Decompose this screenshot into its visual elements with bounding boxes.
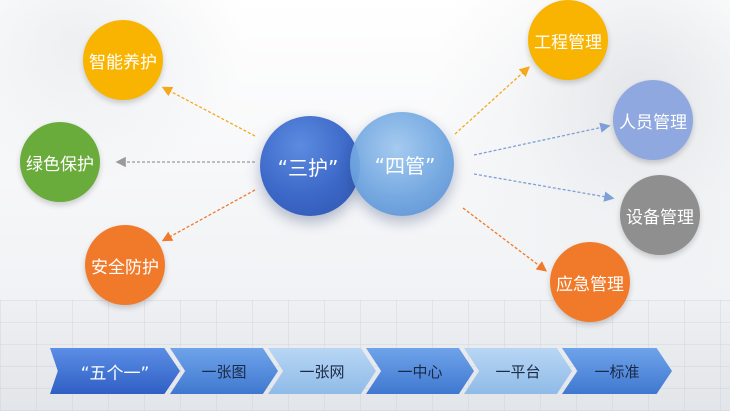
node-engineering-management: 工程管理 xyxy=(528,0,608,80)
flow-step-five-ones: “五个一” xyxy=(50,348,180,394)
flow-step-label: 一平台 xyxy=(495,362,541,381)
arrow-to-personnel-management xyxy=(473,122,611,156)
flow-step-one-center: 一中心 xyxy=(366,348,474,394)
node-equipment-management: 设备管理 xyxy=(620,175,700,255)
node-emergency-management: 应急管理 xyxy=(550,242,630,322)
hub-four-managements: “四管” xyxy=(350,112,454,216)
flow-step-one-platform: 一平台 xyxy=(464,348,572,394)
arrow-to-safety-protection xyxy=(161,189,256,242)
flow-step-label: 一张图 xyxy=(201,362,247,381)
flow-step-one-map: 一张图 xyxy=(170,348,278,394)
flow-step-label: “五个一” xyxy=(80,363,150,384)
node-label: 设备管理 xyxy=(626,207,694,228)
flow-step-one-standard: 一标准 xyxy=(562,348,672,394)
node-personnel-management: 人员管理 xyxy=(613,80,693,160)
hub-right-label: “四管” xyxy=(374,153,436,178)
node-label: 应急管理 xyxy=(556,274,624,295)
node-label: 智能养护 xyxy=(89,52,157,73)
node-label: 人员管理 xyxy=(619,112,687,133)
flow-step-label: 一张网 xyxy=(299,362,345,381)
flow-step-one-network: 一张网 xyxy=(268,348,376,394)
node-smart-maintenance: 智能养护 xyxy=(83,20,163,100)
arrow-to-emergency-management xyxy=(462,207,548,272)
node-safety-protection: 安全防护 xyxy=(85,225,165,305)
hub-three-protections: “三护” xyxy=(260,116,360,216)
node-label: 绿色保护 xyxy=(26,154,94,175)
arrow-to-smart-maintenance xyxy=(161,86,256,137)
node-label: 安全防护 xyxy=(91,257,159,278)
flow-step-label: 一中心 xyxy=(397,362,443,381)
flow-step-label: 一标准 xyxy=(594,362,640,381)
arrow-to-engineering-management xyxy=(454,66,530,135)
node-label: 工程管理 xyxy=(534,32,602,53)
arrow-to-equipment-management xyxy=(473,173,615,202)
hub-left-label: “三护” xyxy=(277,155,339,180)
node-green-protection: 绿色保护 xyxy=(20,122,100,202)
